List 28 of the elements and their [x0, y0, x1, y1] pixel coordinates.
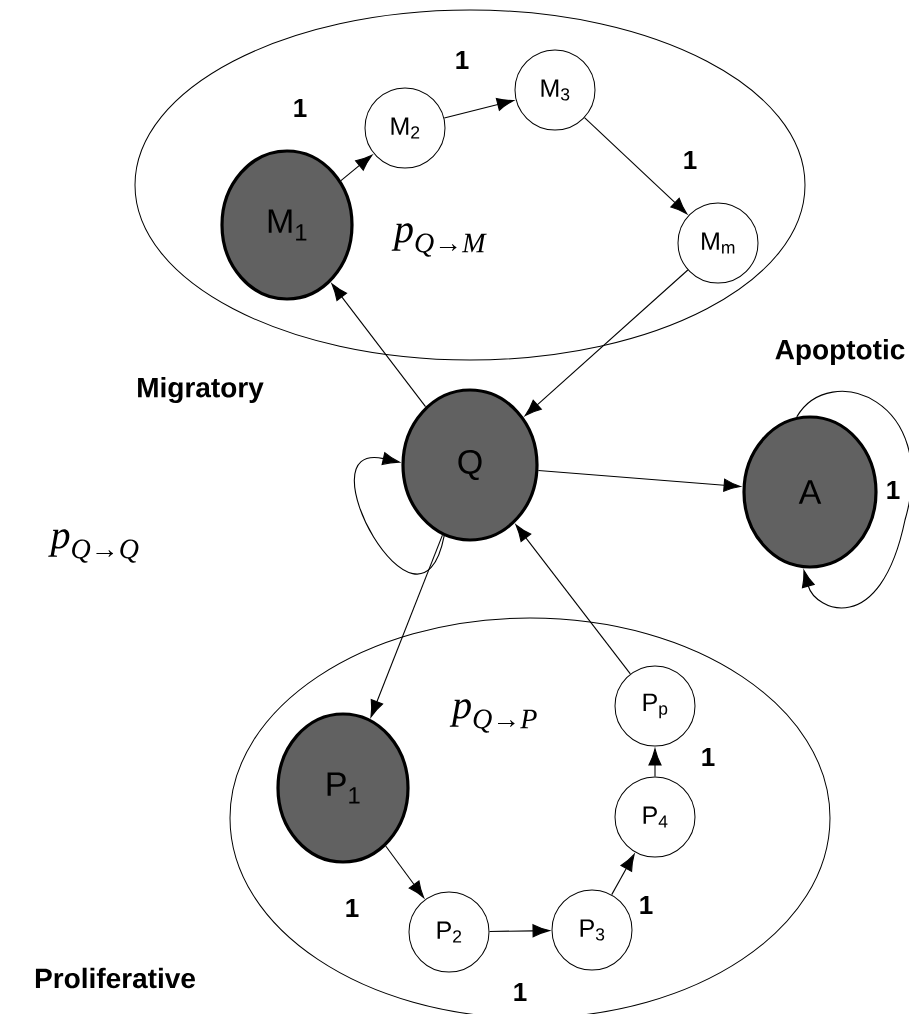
arrow: [370, 534, 443, 718]
region-label: Migratory: [138, 376, 264, 404]
arrow: [331, 283, 427, 408]
arrow: [353, 452, 445, 575]
state-label: Apoptotic: [775, 338, 905, 366]
probability-label: p$_{Q→M}$: [391, 223, 487, 257]
arrow: [611, 853, 635, 896]
probability-label: p$_{Q→Q}$: [48, 529, 139, 563]
arrow: [584, 117, 688, 215]
arrow: [796, 391, 909, 609]
edge-label: 1: [637, 895, 655, 915]
arrow: [385, 845, 425, 899]
edge-label: 1: [681, 150, 699, 170]
arrow: [443, 98, 515, 119]
edge-label: 1: [453, 50, 471, 70]
arrow: [537, 469, 741, 492]
arrow: [515, 524, 631, 675]
region-label: Proliferative: [35, 967, 195, 989]
edge-label: 1: [511, 982, 529, 1002]
edge-label: 1: [291, 98, 309, 118]
arrow: [488, 924, 550, 938]
arrow: [524, 269, 689, 417]
edge-label: 1: [884, 480, 902, 500]
edge-label: 1: [699, 747, 717, 767]
probability-label: p$_{Q→P}$: [449, 699, 537, 733]
arrow: [340, 154, 373, 182]
edge-label: 1: [343, 898, 361, 918]
arrow: [648, 748, 662, 778]
